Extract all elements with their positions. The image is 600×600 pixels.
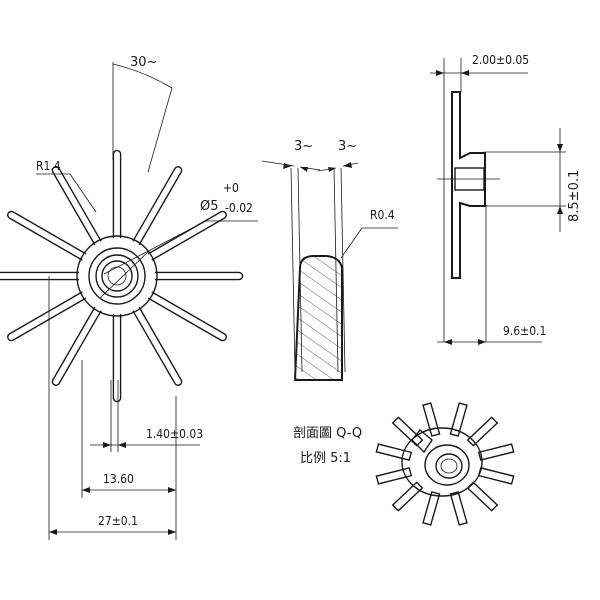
radius-label: R1.4: [36, 159, 61, 173]
section-caption: 剖面圖 Q-Q: [293, 426, 362, 441]
shaft-circle: [101, 260, 133, 292]
isometric-blade: [375, 443, 413, 461]
isometric-hub-ring: [424, 444, 470, 486]
isometric-blade: [466, 416, 499, 447]
impeller-blade: [112, 149, 122, 238]
side-profile: [451, 91, 486, 279]
impeller-blade: [147, 291, 227, 342]
isometric-blade: [375, 467, 413, 485]
impeller-blade: [132, 306, 183, 386]
hub-length-dimension: 9.6±0.1: [503, 324, 546, 338]
angle-dimension-arc: [112, 63, 173, 89]
dimension-arrow: [478, 339, 486, 345]
overall-diameter-dimension: 27±0.1: [98, 514, 138, 528]
diameter-label: Ø5: [200, 199, 219, 214]
dimension-arrow: [300, 167, 308, 172]
isometric-blade: [391, 416, 424, 447]
dimension-arrow: [557, 144, 563, 152]
dimension-arrow: [328, 167, 336, 172]
isometric-blade: [466, 481, 499, 512]
dimension-arrow: [49, 529, 57, 535]
dimension-arrow: [283, 163, 292, 169]
dimension-arrow: [118, 442, 126, 448]
scale-caption: 比例 5:1: [300, 451, 351, 466]
impeller-blade: [132, 166, 183, 246]
tolerance-upper: +0: [223, 181, 239, 195]
hub-ring-circle: [88, 247, 146, 305]
impeller-blade: [147, 210, 227, 261]
impeller-blade: [51, 306, 102, 386]
isometric-view: [375, 402, 515, 526]
section-right-dimension: 3~: [338, 139, 357, 154]
isometric-blade: [477, 467, 515, 485]
dimension-arrow: [168, 529, 176, 535]
impeller-blade: [51, 166, 102, 246]
isometric-blade: [422, 491, 441, 526]
dimension-arrow: [343, 162, 352, 168]
dimension-arrow: [82, 487, 90, 493]
section-extension-line: [290, 167, 296, 373]
isometric-blade: [449, 491, 468, 526]
angle-extension-line: [147, 87, 173, 173]
section-radius-label: R0.4: [370, 208, 395, 222]
dimension-arrow: [461, 70, 469, 76]
impeller-blades: [0, 149, 244, 403]
isometric-hub-detail: [411, 429, 433, 454]
dimension-arrow: [444, 339, 452, 345]
thickness-dimension: 2.00±0.05: [472, 53, 529, 67]
radius-leader-line: [69, 173, 97, 213]
isometric-bore: [435, 453, 463, 479]
side-view: 2.00±0.05 8.5±0.1 9.6±0.1: [430, 53, 582, 345]
shaft-flat-line: [99, 251, 149, 299]
isometric-blade: [422, 402, 441, 437]
impeller-blade: [0, 271, 79, 281]
isometric-hub-outer: [401, 427, 483, 497]
tolerance-lower: -0.02: [225, 201, 253, 215]
hub-outer-circle: [76, 235, 158, 317]
diameter-leader-line: [103, 220, 207, 275]
isometric-blade: [477, 443, 515, 461]
impeller-blade: [112, 314, 122, 403]
isometric-blades: [375, 402, 515, 526]
isometric-blade: [449, 402, 468, 437]
dimension-arrow: [557, 206, 563, 214]
dimension-arrow: [103, 442, 111, 448]
dimension-arrow: [168, 487, 176, 493]
isometric-bore-inner: [440, 458, 458, 474]
impeller-blade: [7, 291, 87, 342]
dimension-arrow: [436, 70, 444, 76]
blade-cross-section-hatch: [295, 256, 342, 380]
blade-width-dimension: 1.40±0.03: [146, 427, 203, 441]
hub-bore-circle: [95, 254, 139, 298]
section-left-dimension: 3~: [294, 139, 313, 154]
section-radius-leader: [340, 227, 363, 259]
angle-label: 30~: [130, 55, 157, 70]
half-width-dimension: 13.60: [103, 472, 134, 486]
section-view: 3~ 3~ R0.4 剖面圖 Q-Q 比例 5:1: [261, 139, 398, 466]
front-view: 30~ R1.4 Ø5 +0 -0.02 1.40±0.03 13.60 27±…: [0, 55, 258, 540]
impeller-blade: [155, 271, 244, 281]
height-dimension: 8.5±0.1: [567, 170, 582, 222]
impeller-blade: [7, 210, 87, 261]
isometric-blade: [391, 481, 424, 512]
